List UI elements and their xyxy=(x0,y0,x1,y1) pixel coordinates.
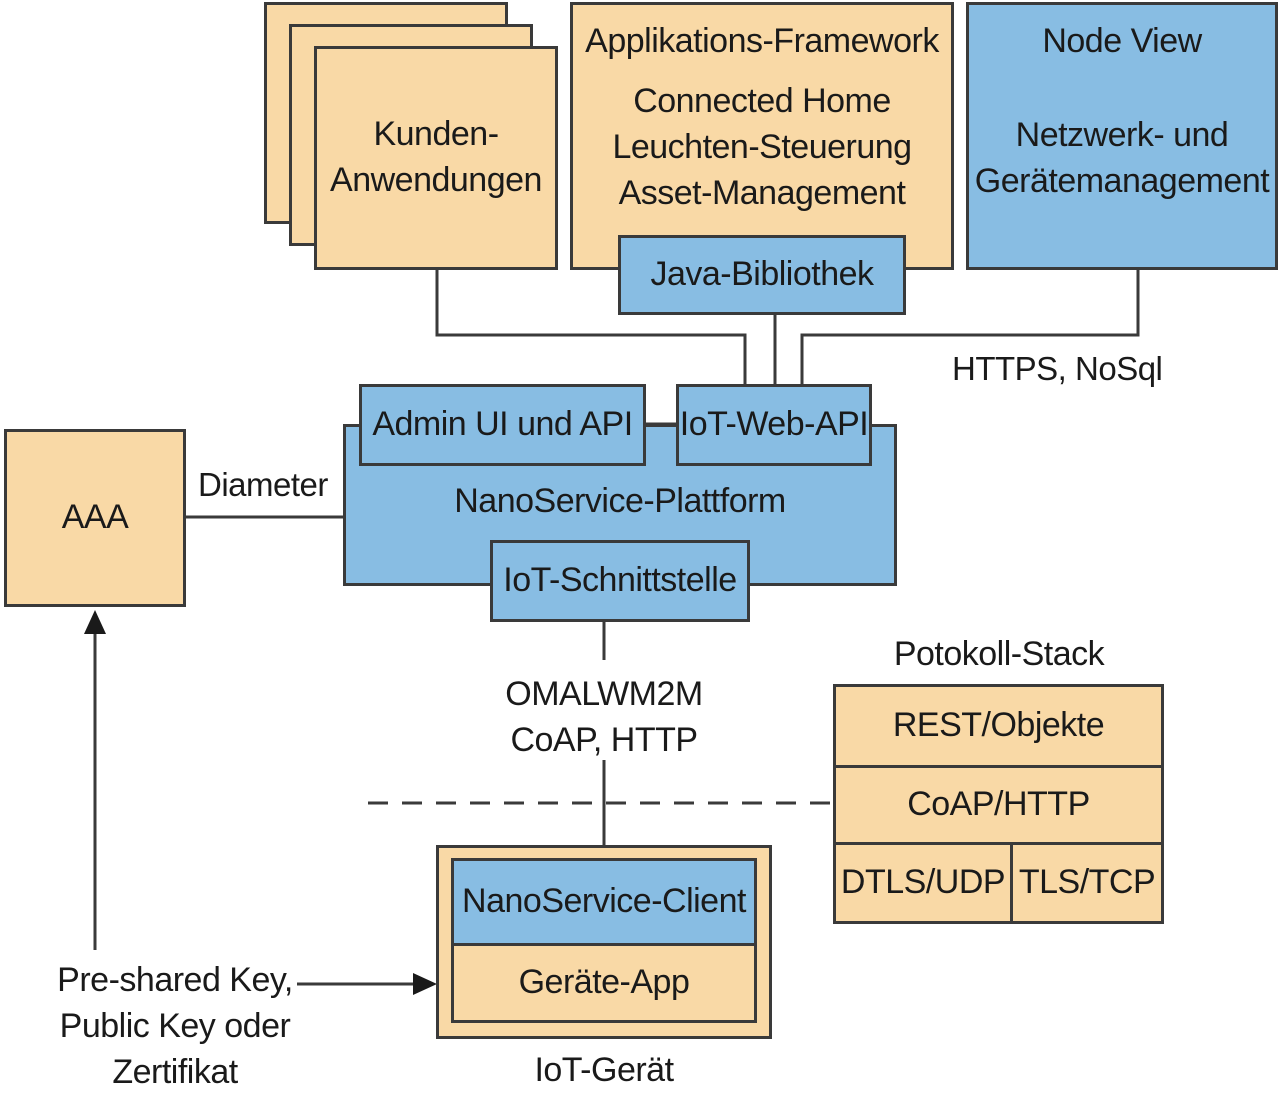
node-view-line2: Gerätemanagement xyxy=(974,161,1270,200)
framework-item-connected-home: Connected Home xyxy=(633,82,891,120)
node-view-title: Node View xyxy=(1042,22,1202,60)
stack-coap-box: CoAP/HTTP xyxy=(833,765,1164,845)
device-app-label: Geräte-App xyxy=(518,963,690,1002)
iot-web-api-label: IoT-Web-API xyxy=(679,405,869,444)
stack-coap-label: CoAP/HTTP xyxy=(907,785,1090,824)
protocol-label-line1: OMALWM2M xyxy=(505,675,703,713)
nanoservice-client-label: NanoService-Client xyxy=(462,882,746,921)
framework-title: Applikations-Framework xyxy=(585,22,939,60)
platform-label: NanoService-Plattform xyxy=(454,482,786,520)
admin-ui-box: Admin UI und API xyxy=(359,384,646,466)
node-view-box: Node View Netzwerk- und Gerätemanagement xyxy=(966,2,1278,270)
stack-rest-label: REST/Objekte xyxy=(892,706,1105,745)
node-view-line1: Netzwerk- und xyxy=(1015,116,1229,154)
stack-title: Potokoll-Stack xyxy=(893,635,1105,673)
iot-web-api-box: IoT-Web-API xyxy=(676,384,872,466)
framework-box: Applikations-Framework Connected Home Le… xyxy=(570,2,954,270)
stack-dtls-label: DTLS/UDP xyxy=(840,863,1006,902)
https-nosql-label: HTTPS, NoSql xyxy=(952,350,1163,387)
aaa-arrow-head xyxy=(84,610,106,634)
protocol-label-line2: CoAP, HTTP xyxy=(510,720,698,759)
aaa-box: AAA xyxy=(4,429,186,607)
java-library-box: Java-Bibliothek xyxy=(618,235,906,315)
nodeview-connector xyxy=(800,270,1140,385)
customer-apps-box: Kunden- Anwendungen xyxy=(314,46,558,270)
keys-line1: Pre-shared Key, xyxy=(57,961,293,999)
stack-tls-box: TLS/TCP xyxy=(1010,842,1164,924)
stack-tls-label: TLS/TCP xyxy=(1018,863,1156,902)
stack-dtls-box: DTLS/UDP xyxy=(833,842,1013,924)
customer-apps-line1: Kunden- xyxy=(373,115,499,154)
aaa-label: AAA xyxy=(61,498,129,537)
framework-item-leuchten: Leuchten-Steuerung xyxy=(612,127,912,166)
kunden-connector xyxy=(435,270,747,385)
device-arrow-head xyxy=(413,973,437,995)
iot-interface-box: IoT-Schnittstelle xyxy=(490,540,750,622)
keys-line2: Public Key oder Zertifikat xyxy=(59,1006,291,1091)
iot-device-caption: IoT-Gerät xyxy=(534,1051,674,1089)
stack-rest-box: REST/Objekte xyxy=(833,684,1164,768)
framework-item-asset: Asset-Management xyxy=(618,173,906,212)
customer-apps-line2: Anwendungen xyxy=(330,161,542,199)
admin-ui-label: Admin UI und API xyxy=(372,405,633,444)
diameter-label: Diameter xyxy=(198,466,328,503)
java-library-label: Java-Bibliothek xyxy=(650,255,874,294)
device-app-box: Geräte-App xyxy=(451,943,757,1023)
nanoservice-client-box: NanoService-Client xyxy=(451,858,757,946)
iot-interface-label: IoT-Schnittstelle xyxy=(503,561,737,600)
